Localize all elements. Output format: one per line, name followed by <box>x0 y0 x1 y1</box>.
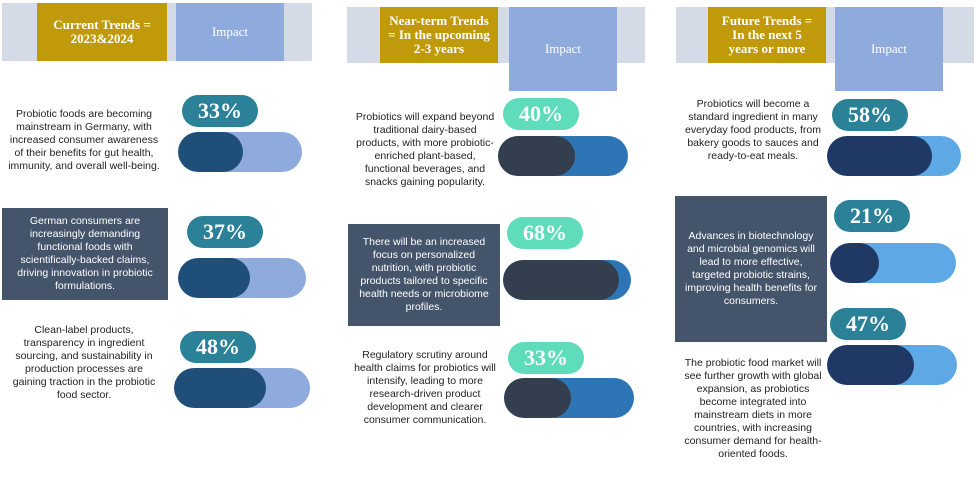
col1-percent-1: 33% <box>182 95 258 127</box>
col2-trend-header: Near-term Trends = In the upcoming 2-3 y… <box>380 7 498 63</box>
col2-trend-3: Regulatory scrutiny around health claims… <box>354 349 496 426</box>
col3-impact-bar-2-fill <box>830 243 879 283</box>
col1-impact-bar-3-fill <box>174 368 266 408</box>
col1-trend-1: Probiotic foods are becoming mainstream … <box>8 107 160 172</box>
col3-impact-bar-2 <box>830 243 956 283</box>
col2-percent-2: 68% <box>507 217 583 249</box>
col1-impact-bar-2 <box>178 258 306 298</box>
col1-trend-2: German consumers are increasingly demand… <box>2 208 168 300</box>
col2-trend-1: Probiotics will expand beyond traditiona… <box>355 111 495 188</box>
col1-impact-bar-1 <box>178 132 302 172</box>
col2-impact-bar-3-fill <box>504 378 571 418</box>
col1-percent-3: 48% <box>180 331 256 363</box>
col3-percent-1: 58% <box>832 99 908 131</box>
col2-impact-bar-3 <box>504 378 634 418</box>
col2-impact-bar-1 <box>498 136 628 176</box>
col2-impact-bar-1-fill <box>498 136 575 176</box>
col3-percent-2: 21% <box>834 200 910 232</box>
col1-trend-3: Clean-label products, transparency in in… <box>12 324 156 401</box>
col2-percent-3: 33% <box>508 342 584 374</box>
col2-impact-bar-2-fill <box>503 260 619 300</box>
col3-impact-bar-1 <box>827 136 961 176</box>
col3-trend-header: Future Trends = In the next 5 years or m… <box>708 7 826 63</box>
col2-impact-bar-2 <box>503 260 631 300</box>
col2-percent-1: 40% <box>503 98 579 130</box>
col1-impact-bar-2-fill <box>178 258 250 298</box>
col3-impact-bar-3-fill <box>827 345 914 385</box>
col1-trend-header: Current Trends = 2023&2024 <box>37 3 167 61</box>
col1-impact-bar-3 <box>174 368 310 408</box>
col3-impact-bar-3 <box>827 345 957 385</box>
col3-trend-3: The probiotic food market will see furth… <box>684 357 822 460</box>
col3-impact-bar-1-fill <box>827 136 932 176</box>
col2-trend-2: There will be an increased focus on pers… <box>348 224 500 326</box>
col3-impact-header: Impact <box>835 7 943 91</box>
col2-impact-header: Impact <box>509 7 617 91</box>
col3-trend-2: Advances in biotechnology and microbial … <box>675 196 827 342</box>
col1-percent-2: 37% <box>187 216 263 248</box>
col3-percent-3: 47% <box>830 308 906 340</box>
col1-impact-bar-1-fill <box>178 132 243 172</box>
col3-trend-1: Probiotics will become a standard ingred… <box>685 97 821 162</box>
col1-impact-header: Impact <box>176 3 284 61</box>
